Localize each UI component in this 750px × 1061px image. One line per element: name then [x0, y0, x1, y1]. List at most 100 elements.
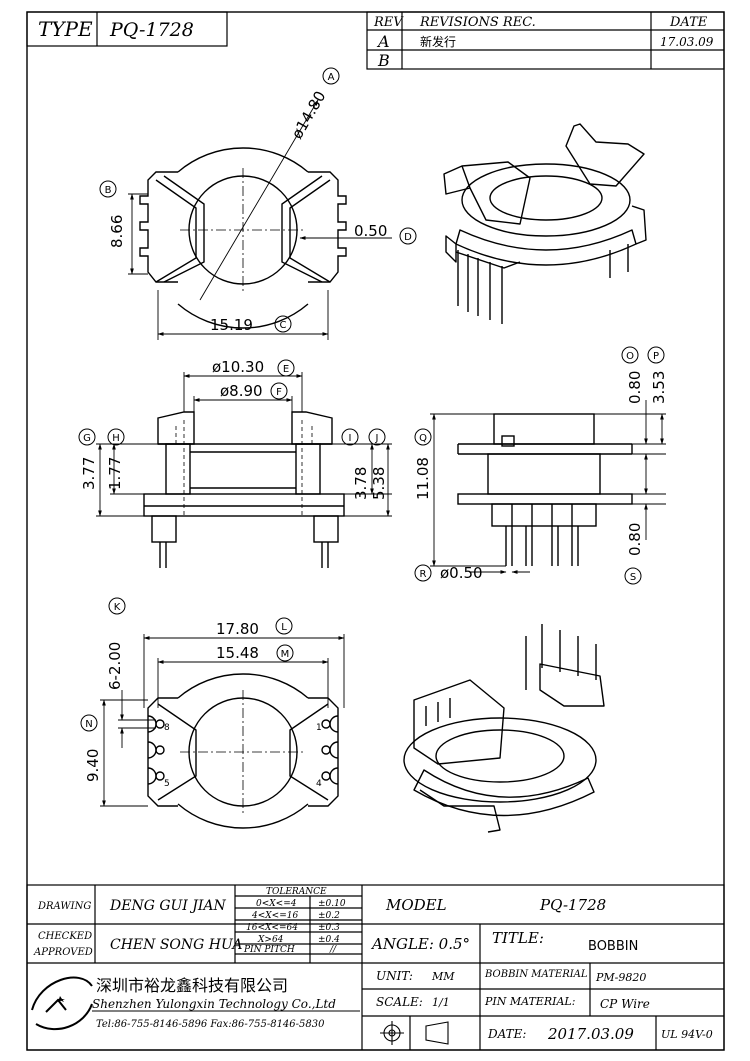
- company-name-cn: 深圳市裕龙鑫科技有限公司: [96, 976, 288, 995]
- svg-text:I: I: [349, 433, 352, 444]
- marker-letters: A B C D E F G H I J K L M N O P Q R S: [83, 72, 659, 730]
- model-value: PQ-1728: [539, 896, 606, 914]
- tol-range-4: X>64: [257, 935, 284, 945]
- dim-5-38: 5.38: [370, 467, 388, 500]
- svg-text:K: K: [114, 602, 121, 613]
- date-label: DATE:: [487, 1027, 526, 1041]
- dim-3-53: 3.53: [650, 371, 668, 404]
- rev-a-rec: 新发行: [420, 34, 456, 49]
- tolerance-label: TOLERANCE: [266, 887, 327, 897]
- svg-text:A: A: [328, 72, 335, 83]
- dim-0-50-pin: ø0.50: [440, 564, 483, 582]
- dim-10-30: ø10.30: [212, 358, 264, 376]
- bottom-view-centerlines: [180, 690, 306, 816]
- dim-15-19: 15.19: [210, 316, 253, 334]
- pin-number-1: 1: [316, 723, 322, 733]
- company-contact: Tel:86-755-8146-5896 Fax:86-755-8146-583…: [96, 1019, 325, 1030]
- pin-number-4: 4: [316, 779, 322, 789]
- company-logo: [31, 976, 93, 1031]
- pin-material-value: CP Wire: [600, 997, 650, 1011]
- tol-value-4: ±0.4: [318, 935, 340, 945]
- tol-value-2: ±0.2: [318, 911, 340, 921]
- approved-label: APPROVED: [33, 947, 93, 958]
- type-box: [26, 11, 228, 47]
- rev-a-date: 17.03.09: [660, 35, 714, 49]
- svg-text:L: L: [281, 622, 287, 633]
- svg-text:R: R: [420, 569, 427, 580]
- front-view-dims: [430, 400, 666, 574]
- checker-name: CHEN SONG HUA: [110, 937, 242, 953]
- pin-number-5: 5: [164, 779, 170, 789]
- svg-text:E: E: [283, 364, 289, 375]
- drawing-label: DRAWING: [37, 901, 91, 912]
- svg-text:B: B: [105, 185, 112, 196]
- dim-8-90: ø8.90: [220, 382, 263, 400]
- tol-value-3: ±0.3: [318, 923, 340, 933]
- title-value: BOBBIN: [588, 939, 638, 954]
- top-view-centerlines: [180, 168, 306, 292]
- revision-table: [366, 11, 725, 70]
- sheet-border: [26, 11, 725, 1051]
- svg-text:H: H: [112, 433, 120, 444]
- title-block-grid: [26, 884, 725, 1051]
- drawer-name: DENG GUI JIAN: [109, 898, 227, 914]
- tol-range-3: 16<X<=64: [246, 923, 298, 933]
- pin-number-8: 8: [164, 723, 170, 733]
- dim-14-80: ø14.80: [288, 88, 330, 142]
- tol-value-1: ±0.10: [318, 899, 346, 909]
- bobbin-material-label: BOBBIN MATERIAL: [484, 969, 588, 980]
- unit-label: UNIT:: [376, 969, 413, 983]
- rev-label: REV: [373, 15, 404, 30]
- dim-0-80-bottom: 0.80: [626, 523, 644, 556]
- bobbin-material-value: PM-9820: [595, 971, 646, 984]
- company-name-en: Shenzhen Yulongxin Technology Co.,Ltd: [92, 997, 336, 1011]
- dim-3-77: 3.77: [80, 457, 98, 490]
- date-header-label: DATE: [669, 15, 708, 30]
- ul-value: UL 94V-0: [661, 1028, 713, 1041]
- svg-text:O: O: [626, 351, 634, 362]
- scale-label: SCALE:: [376, 995, 423, 1009]
- svg-text:P: P: [653, 351, 659, 362]
- svg-text:S: S: [630, 572, 636, 583]
- svg-text:N: N: [85, 719, 92, 730]
- dim-0-80-top: 0.80: [626, 371, 644, 404]
- isometric-view-bottom: [403, 624, 605, 833]
- svg-text:Q: Q: [419, 433, 427, 444]
- title-label: TITLE:: [492, 929, 544, 947]
- side-view: [143, 411, 345, 568]
- dim-6-2-00: 6-2.00: [106, 642, 124, 690]
- side-view-dims: [96, 372, 392, 517]
- dim-15-48: 15.48: [216, 644, 259, 662]
- date-value: 2017.03.09: [547, 1025, 634, 1043]
- svg-text:C: C: [280, 320, 287, 331]
- projection-symbol-icon: [380, 1021, 449, 1045]
- dim-9-40: 9.40: [84, 749, 102, 782]
- svg-text:D: D: [404, 232, 412, 243]
- front-view: [457, 413, 633, 566]
- model-label: MODEL: [385, 896, 447, 914]
- scale-value: 1/1: [432, 996, 450, 1009]
- dim-3-78: 3.78: [352, 467, 370, 500]
- angle-label: ANGLE: 0.5°: [370, 935, 470, 953]
- rev-b: B: [377, 51, 390, 70]
- revisions-label: REVISIONS REC.: [419, 15, 536, 30]
- svg-text:M: M: [281, 649, 290, 660]
- svg-text:G: G: [83, 433, 91, 444]
- svg-text:F: F: [276, 387, 282, 398]
- pin-pitch-label: PIN PITCH: [243, 945, 295, 955]
- tol-range-1: 0<X<=4: [256, 899, 297, 909]
- dim-1-77: 1.77: [106, 457, 124, 490]
- pin-pitch-value: //: [329, 945, 337, 955]
- dim-0-50: 0.50: [354, 222, 387, 240]
- side-view-hidden: [175, 420, 313, 516]
- pin-material-label: PIN MATERIAL:: [484, 995, 575, 1008]
- bottom-view-dims: [100, 634, 345, 807]
- top-view-dims: [128, 99, 392, 340]
- dim-11-08: 11.08: [414, 457, 432, 500]
- dim-8-66: 8.66: [108, 215, 126, 248]
- rev-a: A: [376, 32, 390, 51]
- isometric-view-top: [443, 123, 647, 324]
- dim-17-80: 17.80: [216, 620, 259, 638]
- svg-text:J: J: [375, 433, 379, 444]
